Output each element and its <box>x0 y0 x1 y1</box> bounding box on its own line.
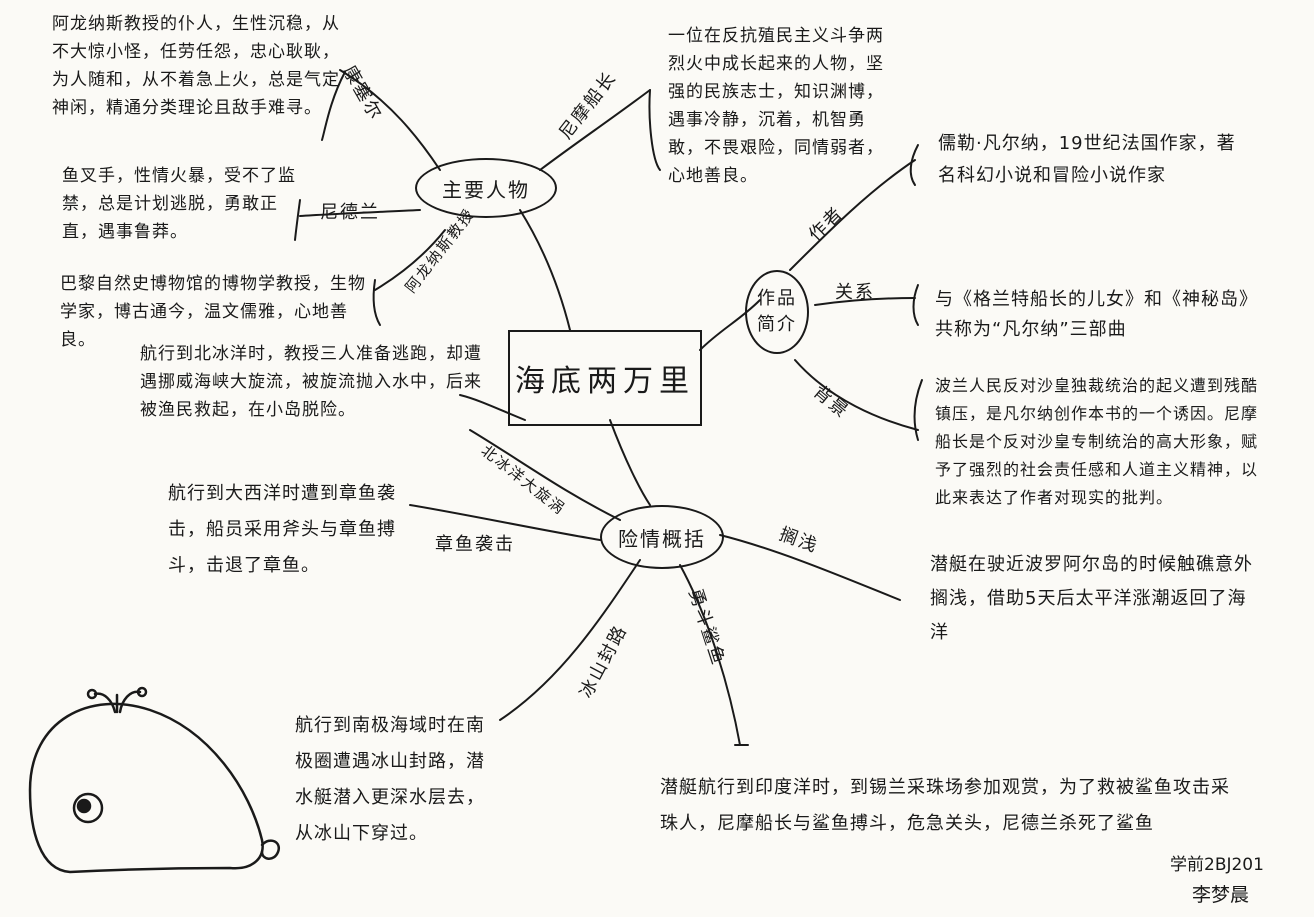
link-plot-shark <box>679 564 741 746</box>
whale-doodle <box>28 686 281 874</box>
link-conseil-text <box>321 71 346 141</box>
link-characters-nemo <box>539 89 651 171</box>
link-intro-relation <box>814 297 916 306</box>
text-antarctic: 航行到南极海域时在南极圈遭遇冰山封路，潜水艇潜入更深水层去，从冰山下穿过。 <box>295 715 485 844</box>
link-characters-ned <box>299 209 421 217</box>
text-aground: 潜艇在驶近波罗阿尔岛的时候触礁意外搁浅，借助5天后太平洋涨潮返回了海洋 <box>930 554 1253 643</box>
link-plot-squid <box>409 504 601 541</box>
text-relation: 与《格兰特船长的儿女》和《神秘岛》共称为“凡尔纳”三部曲 <box>935 289 1258 340</box>
text-squid: 航行到大西洋时遭到章鱼袭击，船员采用斧头与章鱼搏斗，击退了章鱼。 <box>168 483 396 576</box>
link-nemo-text <box>648 89 661 171</box>
link-aronnax-text <box>372 279 381 326</box>
link-center-plot <box>609 419 651 506</box>
label-relation: 关系 <box>835 282 875 303</box>
link-plot-aground <box>719 534 901 601</box>
link-characters-aronnax <box>374 229 446 291</box>
node-characters: 主要人物 <box>415 158 557 218</box>
link-intro-author <box>789 159 916 271</box>
label-ned: 尼德兰 <box>320 202 380 223</box>
link-center-arctic <box>459 394 526 421</box>
node-intro: 作品简介 <box>745 270 809 354</box>
text-background: 波兰人民反对沙皇独裁统治的起义遭到残酷镇压，是凡尔纳创作本书的一个诱因。尼摩船长… <box>935 376 1259 507</box>
link-author-text <box>909 144 919 186</box>
text-shark: 潜艇航行到印度洋时，到锡兰采珠场参加观赏，为了救被鲨鱼攻击采珠人，尼摩船长与鲨鱼… <box>660 777 1230 834</box>
link-plot-antarctic <box>499 559 641 721</box>
link-center-characters <box>519 209 571 331</box>
link-intro-background <box>794 359 919 431</box>
signature-class-id: 学前2BJ201 <box>1170 855 1264 875</box>
text-ned: 鱼叉手，性情火暴，受不了监禁，总是计划逃脱，勇敢正直，遇事鲁莽。 <box>62 166 296 242</box>
signature-name: 李梦晨 <box>1192 884 1250 906</box>
link-ned-text <box>294 199 301 241</box>
link-background-text <box>913 379 923 441</box>
node-plot: 险情概括 <box>600 505 724 569</box>
link-characters-conseil <box>339 69 441 171</box>
text-conseil: 阿龙纳斯教授的仆人，生性沉稳，从不大惊小怪，任劳任怨，忠心耿耿，为人随和，从不着… <box>52 14 340 118</box>
center-title: 海底两万里 <box>508 330 702 426</box>
label-squid: 章鱼袭击 <box>435 534 515 555</box>
link-plot-arctic <box>469 429 621 521</box>
text-nemo: 一位在反抗殖民主义斗争两烈火中成长起来的人物，坚强的民族志士，知识渊博，遇事冷静… <box>668 26 884 186</box>
text-arctic: 航行到北冰洋时，教授三人准备逃跑，却遭遇挪威海峡大旋流，被旋流抛入水中，后来被渔… <box>140 344 482 420</box>
text-author: 儒勒·凡尔纳，19世纪法国作家，著名科幻小说和冒险小说作家 <box>938 133 1236 186</box>
text-aronnax: 巴黎自然史博物馆的博物学教授，生物学家，博古通今，温文儒雅，心地善良。 <box>60 274 366 350</box>
link-relation-text <box>912 284 919 326</box>
